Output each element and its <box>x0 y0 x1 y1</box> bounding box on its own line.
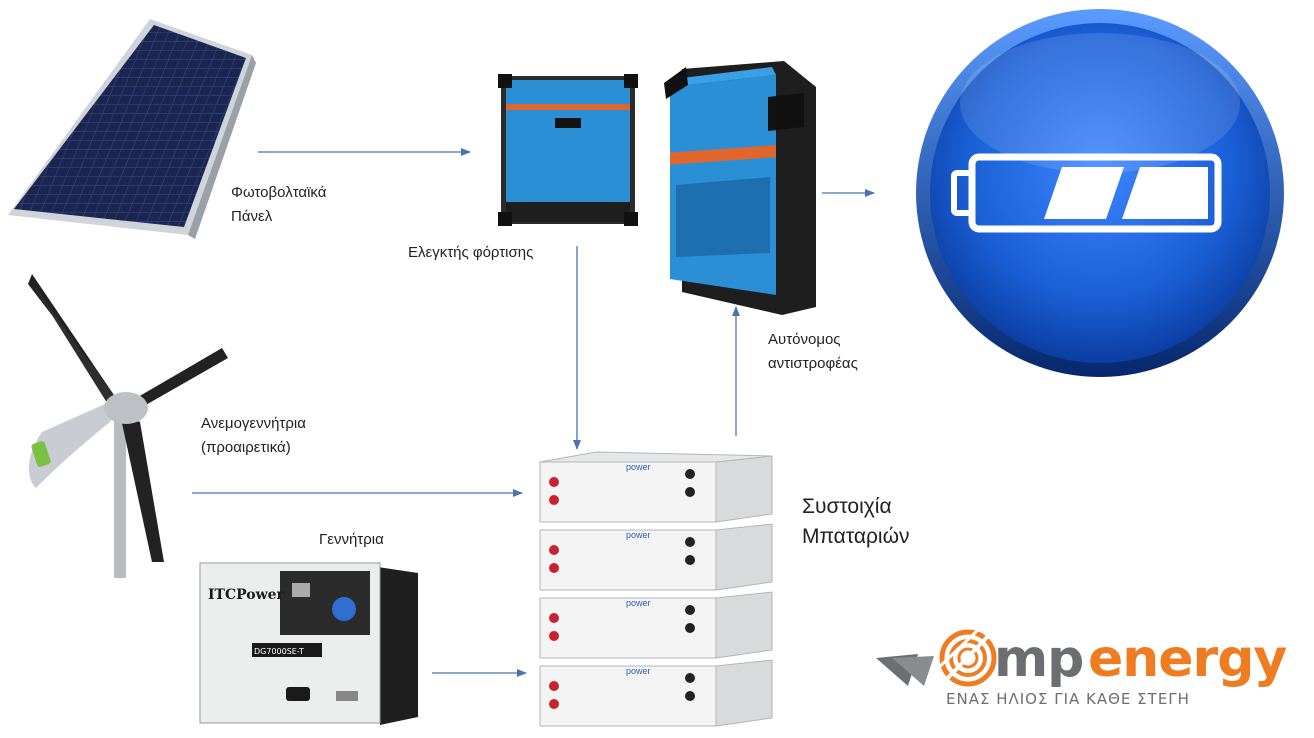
wind-turbine-label: Ανεμογεννήτρια (προαιρετικά) <box>201 412 306 460</box>
battery-charge-icon <box>916 9 1284 377</box>
generator-brand-text: ITCPower <box>208 587 285 603</box>
generator-image: ITCPower DG7000SE-T <box>199 562 418 725</box>
inverter-image <box>664 61 816 315</box>
battery-module: power <box>539 523 773 591</box>
sun-rays-icon <box>876 628 997 687</box>
wind-turbine-label-line1: Ανεμογεννήτρια <box>201 415 306 432</box>
inverter-label: Αυτόνομος αντιστροφέας <box>768 328 858 376</box>
battery-brand-text: power <box>626 598 651 608</box>
battery-brand-text: power <box>626 666 651 676</box>
battery-module: power <box>539 659 773 727</box>
battery-brand-text: power <box>626 530 651 540</box>
wind-turbine-label-line2: (προαιρετικά) <box>201 439 291 456</box>
battery-bank-label-line1: Συστοιχία <box>802 495 892 518</box>
inverter-label-line2: αντιστροφέας <box>768 355 858 372</box>
generator-label: Γεννήτρια <box>319 531 384 548</box>
charge-controller-label: Ελεγκτής φόρτισης <box>408 244 534 261</box>
battery-stack-image: power power power power <box>539 451 773 727</box>
logo-mp-text: mp <box>994 629 1084 689</box>
solar-panel-label-line1: Φωτοβολταϊκά <box>231 184 327 201</box>
solar-panel-label-line2: Πάνελ <box>231 208 273 225</box>
battery-bank-label: Συστοιχία Μπαταριών <box>802 492 909 552</box>
solar-panel-label: Φωτοβολταϊκά Πάνελ <box>231 181 326 229</box>
battery-module: power <box>539 591 773 659</box>
battery-module: power <box>539 451 773 523</box>
charge-controller-image <box>498 74 638 226</box>
generator-model-text: DG7000SE-T <box>254 647 304 656</box>
solar-panel-image <box>8 19 256 239</box>
mp-energy-logo: mp energy ΕΝΑΣ ΗΛΙΟΣ ΓΙΑ ΚΑΘΕ ΣΤΕΓΗ <box>872 624 1287 714</box>
logo-tagline: ΕΝΑΣ ΗΛΙΟΣ ΓΙΑ ΚΑΘΕ ΣΤΕΓΗ <box>946 690 1190 708</box>
inverter-label-line1: Αυτόνομος <box>768 331 841 348</box>
battery-brand-text: power <box>626 462 651 472</box>
battery-bank-label-line2: Μπαταριών <box>802 525 910 548</box>
logo-energy-text: energy <box>1088 629 1287 689</box>
wind-turbine-image <box>28 274 228 578</box>
